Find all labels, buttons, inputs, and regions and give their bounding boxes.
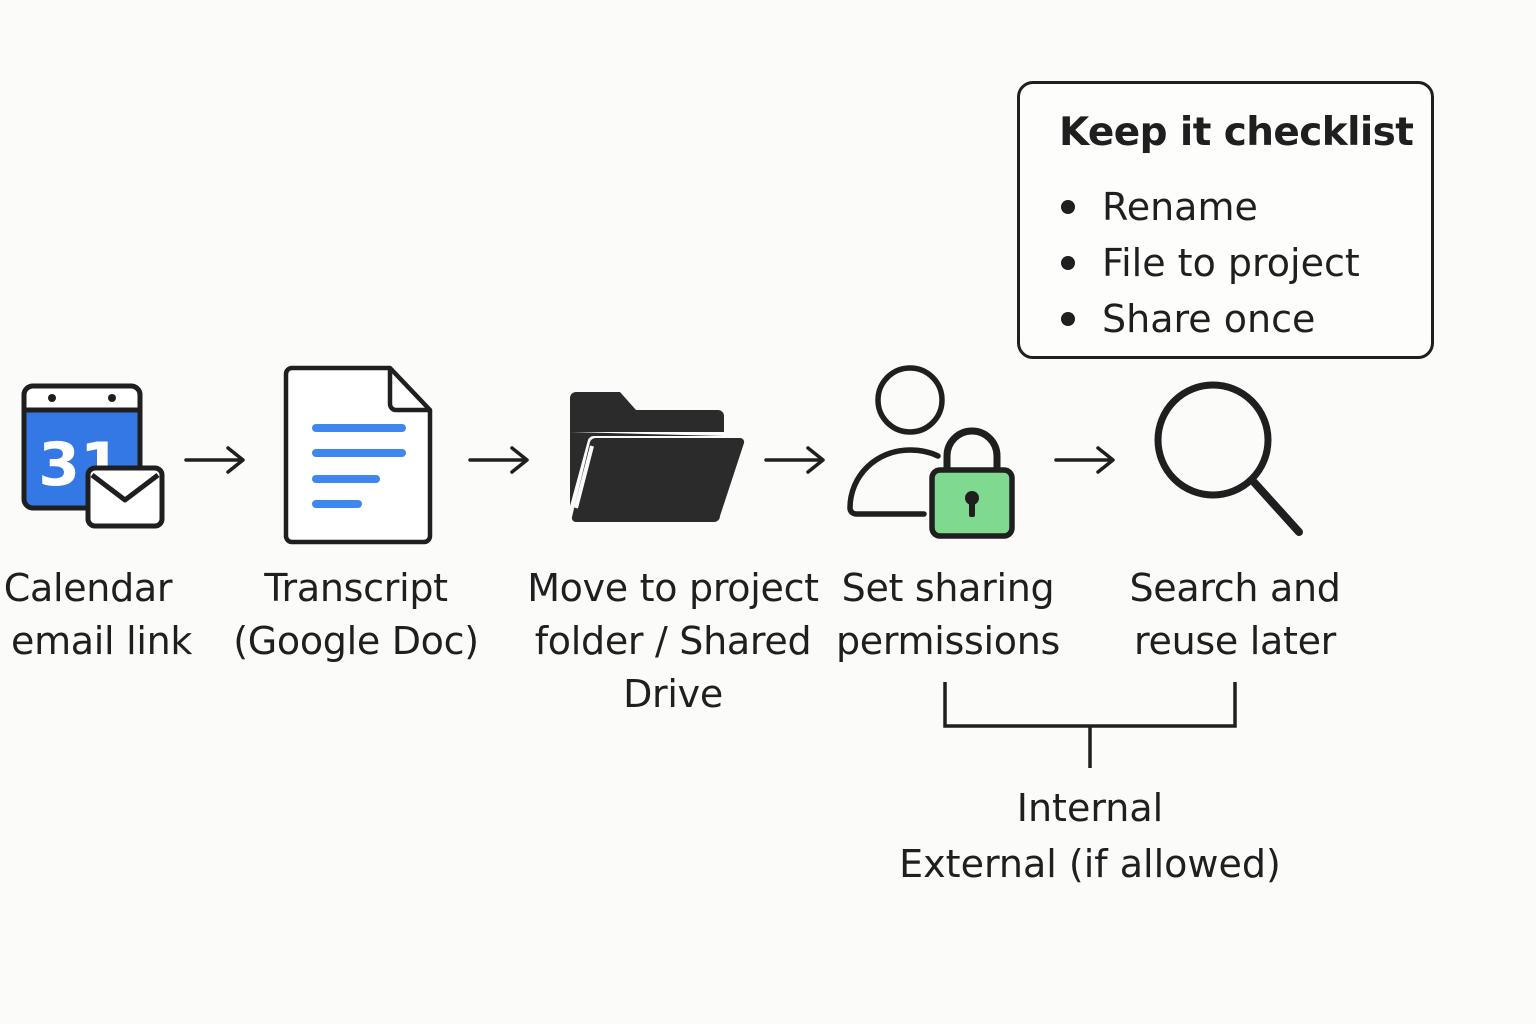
step-label-search-reuse: Search and reuse later: [1129, 566, 1341, 663]
arrow-right-icon: [1054, 446, 1115, 474]
arrow-right-icon: [764, 446, 825, 474]
checklist-callout: Keep it checklist Rename File to project…: [1017, 81, 1434, 359]
bracket-connector: [943, 682, 1237, 768]
step-label-calendar: Calendar r email link: [0, 566, 193, 663]
step-label-move-to-folder: Move to project folder / Shared Drive: [527, 566, 819, 716]
sharing-audience-options: Internal External (if allowed): [890, 780, 1290, 892]
calendar-email-icon: 31: [21, 383, 165, 529]
checklist-item: Rename: [1059, 179, 1360, 235]
arrow-right-icon: [184, 446, 245, 474]
audience-external: External (if allowed): [899, 842, 1281, 886]
checklist-item: File to project: [1059, 235, 1360, 291]
checklist-item: Share once: [1059, 291, 1360, 347]
audience-internal: Internal: [1016, 786, 1164, 830]
arrow-right-icon: [468, 446, 529, 474]
search-icon: [1154, 381, 1303, 536]
checklist-items: Rename File to project Share once: [1059, 179, 1360, 347]
user-lock-icon: [847, 365, 1015, 539]
step-label-transcript: Transcript (Google Doc): [233, 566, 479, 663]
checklist-title: Keep it checklist: [1059, 110, 1414, 155]
step-label-set-sharing: Set sharing permissions: [835, 566, 1060, 663]
google-doc-icon: [283, 365, 433, 545]
folder-icon: [570, 392, 745, 523]
